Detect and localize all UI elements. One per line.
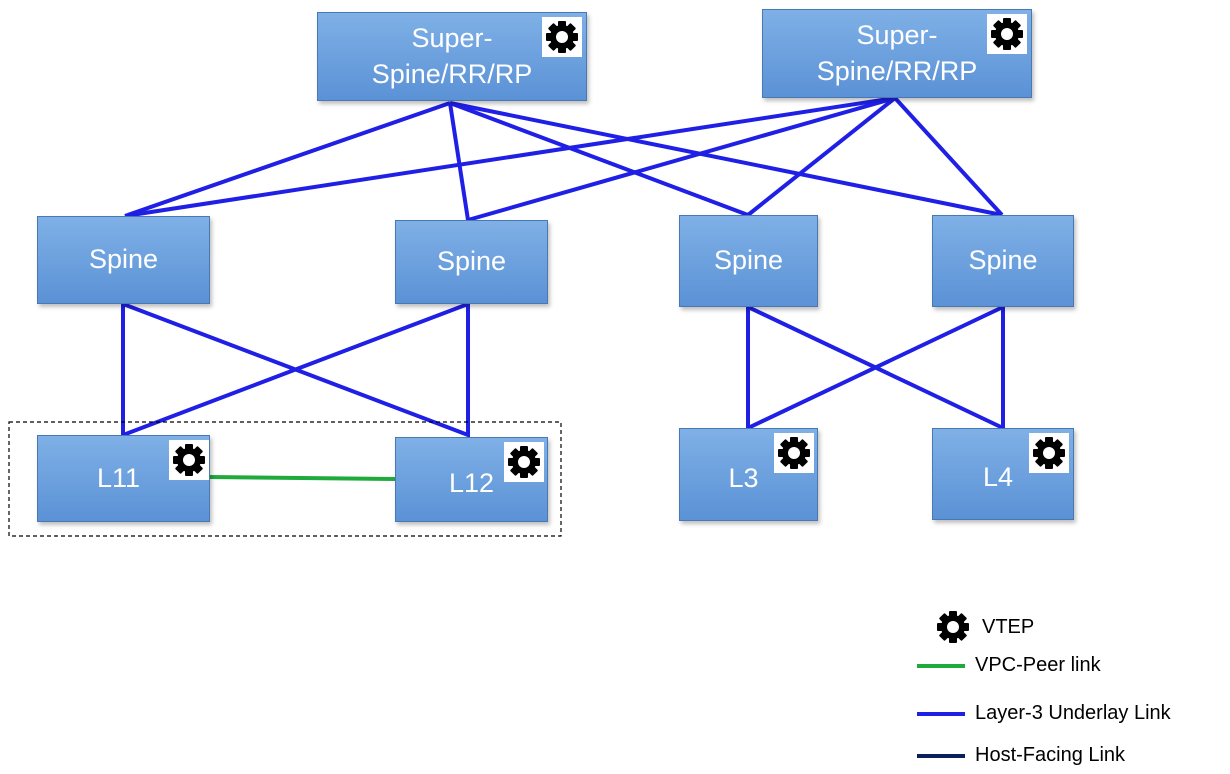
leaf-node[interactable]: L12 [395, 437, 548, 522]
leaf-node[interactable]: L11 [37, 435, 210, 522]
super-spine-node[interactable]: Super- Spine/RR/RP [762, 9, 1032, 98]
node-label: Spine [436, 246, 507, 277]
node-label: Spine [713, 245, 784, 276]
underlay-link [124, 101, 451, 218]
vtep-gear-icon [774, 433, 814, 473]
vtep-gear-icon [1029, 433, 1069, 473]
host-facing-swatch [917, 753, 965, 758]
spine-node[interactable]: Spine [932, 215, 1074, 307]
node-label: L12 [448, 467, 495, 498]
legend-item-host-facing: Host-Facing Link [917, 744, 1125, 767]
node-label: Super- Spine/RR/RP [371, 23, 533, 89]
legend-label: VPC-Peer link [975, 654, 1101, 676]
underlay-link [467, 96, 896, 222]
underlay-link [124, 96, 896, 218]
node-label: Spine [88, 244, 159, 275]
node-label: L4 [982, 462, 1014, 493]
node-label: Spine [968, 245, 1038, 276]
vpc-peer-swatch [917, 663, 965, 668]
spine-node[interactable]: Spine [37, 216, 210, 304]
spine-node[interactable]: Spine [395, 220, 548, 304]
underlay-link [121, 301, 470, 438]
underlay-link [449, 101, 749, 217]
legend-label: VTEP [982, 615, 1035, 638]
node-label: L3 [728, 462, 759, 493]
vtep-gear-icon [542, 17, 582, 57]
node-label: Super- Spine/RR/RP [816, 20, 978, 86]
underlay-swatch [917, 711, 965, 716]
legend-label: Layer-3 Underlay Link [975, 702, 1171, 724]
underlay-link [746, 303, 1005, 432]
vtep-gear-icon [504, 442, 544, 482]
underlay-link [893, 96, 1004, 217]
legend-item-vtep: VTEP [930, 610, 1034, 644]
vtep-gear-icon [936, 610, 970, 644]
vtep-gear-icon [169, 440, 209, 480]
vpc-domain-box [8, 421, 562, 537]
super-spine-node[interactable]: Super- Spine/RR/RP [317, 12, 587, 101]
underlay-link [448, 102, 470, 221]
underlay-link [449, 101, 1003, 217]
spine-node[interactable]: Spine [679, 215, 818, 307]
vpc-peer-link [209, 475, 398, 481]
underlay-link [746, 96, 897, 217]
node-label: L11 [96, 462, 141, 493]
leaf-node[interactable]: L3 [679, 428, 818, 521]
legend-item-underlay: Layer-3 Underlay Link [917, 702, 1171, 725]
leaf-node[interactable]: L4 [932, 428, 1074, 520]
vtep-gear-icon [987, 14, 1027, 54]
legend-label: Host-Facing Link [975, 744, 1126, 766]
legend-item-vpc-peer: VPC-Peer link [917, 654, 1101, 677]
